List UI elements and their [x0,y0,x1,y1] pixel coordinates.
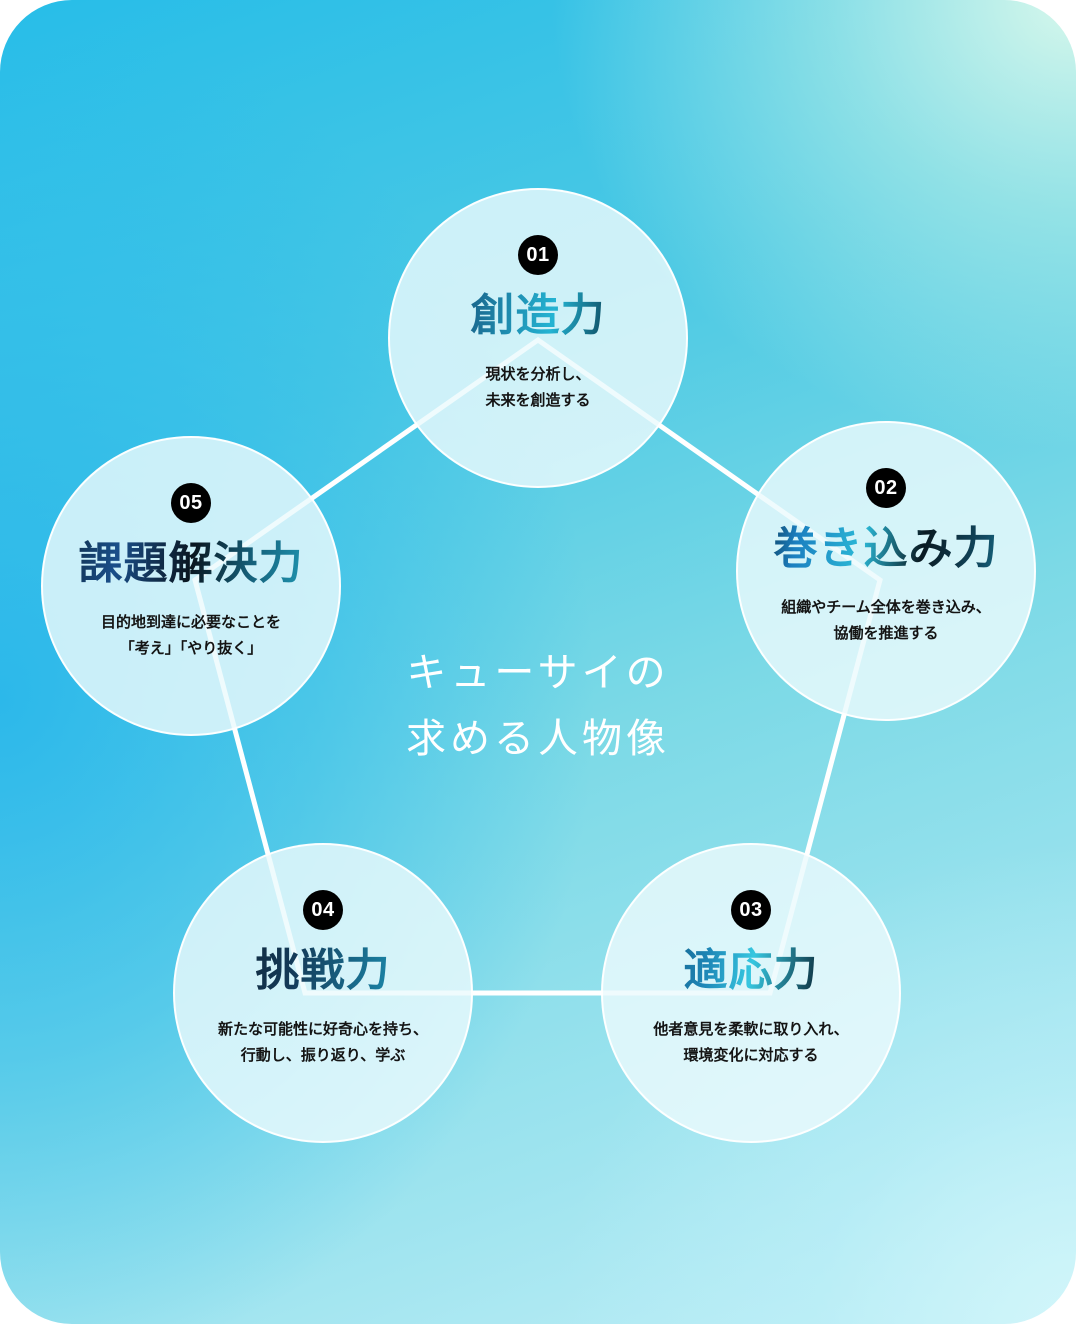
center-heading-line: キューサイの [406,650,670,696]
trait-number-badge: 02 [866,468,906,508]
trait-description-line: 行動し、振り返り、学ぶ [240,1046,406,1064]
trait-description-line: 組織やチーム全体を巻き込み、 [781,598,991,616]
trait-circle-engagement: 02 巻き込み力 組織やチーム全体を巻き込み、 協働を推進する [736,421,1036,721]
trait-description: 目的地到達に必要なことを 「考え」「やり抜く」 [43,609,339,661]
trait-description-line: 未来を創造する [485,391,591,409]
trait-title: 挑戦力 [175,945,471,997]
trait-title: 巻き込み力 [738,523,1034,575]
trait-title: 創造力 [390,290,686,342]
center-heading-line: 求める人物像 [406,716,670,762]
trait-description: 他者意見を柔軟に取り入れ、 環境変化に対応する [603,1016,899,1068]
trait-description-line: 環境変化に対応する [683,1046,819,1064]
trait-description-line: 目的地到達に必要なことを [100,613,281,631]
trait-description-line: 協働を推進する [833,624,939,642]
trait-circle-problem-solving: 05 課題解決力 目的地到達に必要なことを 「考え」「やり抜く」 [41,436,341,736]
trait-circle-creativity: 01 創造力 現状を分析し、 未来を創造する [388,188,688,488]
trait-description: 組織やチーム全体を巻き込み、 協働を推進する [738,594,1034,646]
trait-circle-adaptability: 03 適応力 他者意見を柔軟に取り入れ、 環境変化に対応する [601,843,901,1143]
trait-description-line: 新たな可能性に好奇心を持ち、 [217,1020,428,1038]
center-heading: キューサイの 求める人物像 [338,640,738,772]
trait-description: 現状を分析し、 未来を創造する [390,361,686,413]
trait-circle-challenge: 04 挑戦力 新たな可能性に好奇心を持ち、 行動し、振り返り、学ぶ [173,843,473,1143]
trait-number-badge: 04 [303,890,343,930]
trait-description-line: 現状を分析し、 [485,365,591,383]
trait-title: 課題解決力 [43,538,339,590]
trait-description-line: 他者意見を柔軟に取り入れ、 [653,1020,849,1038]
trait-number-badge: 03 [731,890,771,930]
trait-number-badge: 01 [518,235,558,275]
trait-number-badge: 05 [171,483,211,523]
trait-description: 新たな可能性に好奇心を持ち、 行動し、振り返り、学ぶ [175,1016,471,1068]
trait-title: 適応力 [603,945,899,997]
trait-description-line: 「考え」「やり抜く」 [119,639,263,657]
